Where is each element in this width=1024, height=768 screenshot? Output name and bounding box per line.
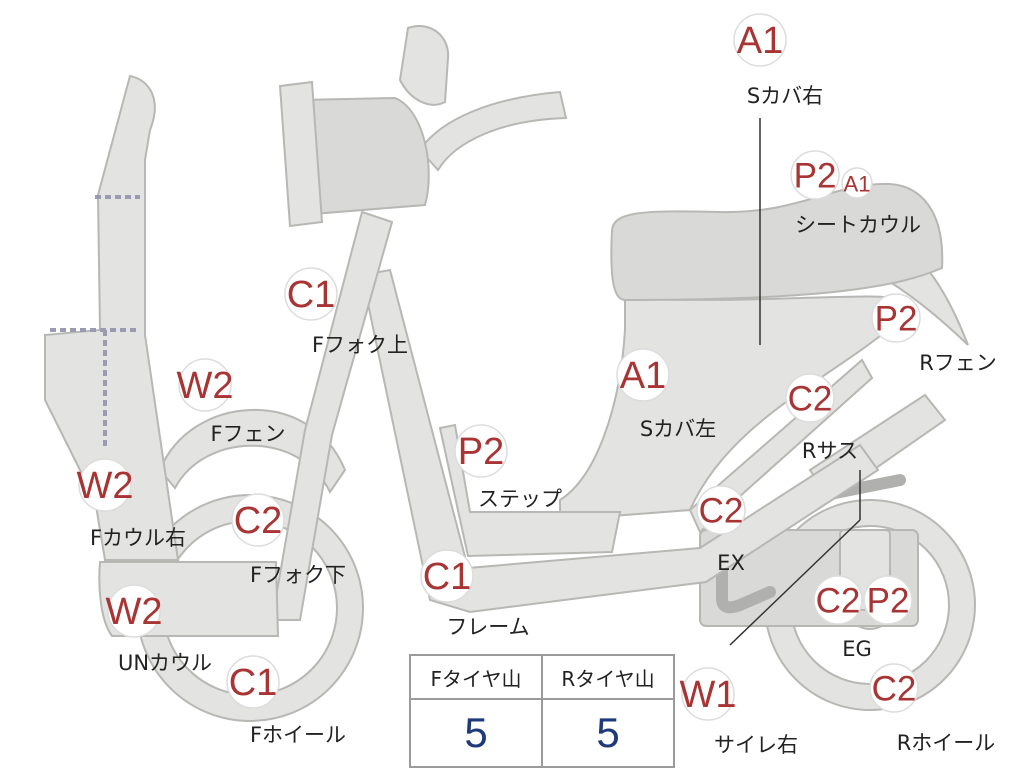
- table-header-row: Fタイヤ山 Rタイヤ山: [409, 654, 675, 700]
- damage-code: P2: [794, 157, 837, 196]
- front-tread-header: Fタイヤ山: [409, 654, 543, 700]
- damage-code: C2: [699, 492, 744, 531]
- part-label: Rサス: [802, 439, 858, 463]
- damage-code-badge: [871, 293, 921, 343]
- damage-code: C2: [234, 500, 283, 542]
- front-cowl-shape: [44, 74, 180, 561]
- damage-code-badge: [681, 667, 735, 721]
- table-row: 5 5: [409, 698, 675, 768]
- damage-code-badge: [813, 575, 863, 625]
- handlebar-shape: [418, 90, 568, 172]
- damage-code-badge: [226, 655, 280, 709]
- part-label: サイレ右: [714, 733, 798, 757]
- damage-code: C2: [816, 582, 861, 621]
- damage-code-badge: [785, 373, 835, 423]
- damage-code: C2: [788, 380, 833, 419]
- front-fender-shape: [158, 409, 347, 494]
- callout-side-right: W1 サイレ右: [680, 667, 798, 757]
- part-label: Fフェン: [210, 422, 285, 446]
- damage-code: W2: [177, 365, 234, 407]
- damage-code-badge: [841, 167, 873, 199]
- scooter-illustration: [44, 25, 976, 722]
- seat-shape: [610, 182, 944, 302]
- damage-code-badge: [178, 358, 232, 412]
- damage-code-badge: [790, 150, 840, 200]
- damage-code-badge: [733, 13, 787, 67]
- part-label: EG: [842, 637, 872, 661]
- part-label: Fホイール: [250, 723, 346, 747]
- damage-code: A1: [737, 20, 783, 62]
- part-label: UNカウル: [118, 651, 212, 675]
- damage-code-badge: [231, 493, 285, 547]
- part-label: Fカウル右: [90, 526, 186, 550]
- damage-code-badge: [78, 458, 132, 512]
- part-label: Fフォク下: [250, 563, 346, 587]
- damage-code: A1: [844, 172, 871, 197]
- front-tread-value: 5: [409, 698, 543, 768]
- part-label: シートカウル: [795, 213, 921, 237]
- part-label: Fフォク上: [312, 333, 408, 357]
- front-fork-shape: [270, 210, 394, 621]
- callout-seat-cowl: P2 A1 シートカウル: [790, 150, 921, 237]
- damage-code-badge: [284, 267, 338, 321]
- damage-code: P2: [867, 582, 910, 621]
- damage-code: A1: [620, 355, 666, 397]
- damage-code: W2: [106, 591, 163, 633]
- frame-shape: [360, 268, 880, 614]
- part-label: Sカバ右: [747, 84, 823, 108]
- headlight-shape: [299, 96, 430, 217]
- damage-code: P2: [458, 431, 504, 473]
- damage-code-badge: [420, 549, 474, 603]
- damage-code: W2: [77, 465, 134, 507]
- part-label: Sカバ左: [640, 417, 716, 441]
- rear-tread-value: 5: [541, 698, 675, 768]
- part-label: Rホイール: [897, 731, 996, 755]
- leader-lines: [729, 118, 861, 646]
- part-label: フレーム: [446, 615, 529, 639]
- damage-code: W1: [680, 674, 737, 716]
- damage-code: C2: [872, 670, 917, 709]
- damage-code: P2: [875, 300, 918, 339]
- damage-code-badge: [863, 575, 913, 625]
- callout-step: P2 ステップ: [454, 424, 562, 511]
- damage-code-badge: [616, 348, 670, 402]
- damage-code: C1: [287, 274, 336, 316]
- part-label: Rフェン: [919, 351, 997, 375]
- damage-code-badge: [696, 485, 746, 535]
- step-shape: [438, 423, 622, 558]
- tire-tread-table: Fタイヤ山 Rタイヤ山 5 5: [409, 654, 675, 768]
- callout-frame: C1 フレーム: [420, 549, 530, 639]
- rear-tread-header: Rタイヤ山: [541, 654, 675, 700]
- part-label: EX: [717, 551, 745, 575]
- damage-code-badge: [454, 424, 508, 478]
- damage-code: C1: [423, 556, 472, 598]
- part-label: ステップ: [478, 487, 562, 511]
- damage-code: C1: [229, 662, 278, 704]
- damage-code-badge: [107, 584, 161, 638]
- damage-code-badge: [869, 663, 919, 713]
